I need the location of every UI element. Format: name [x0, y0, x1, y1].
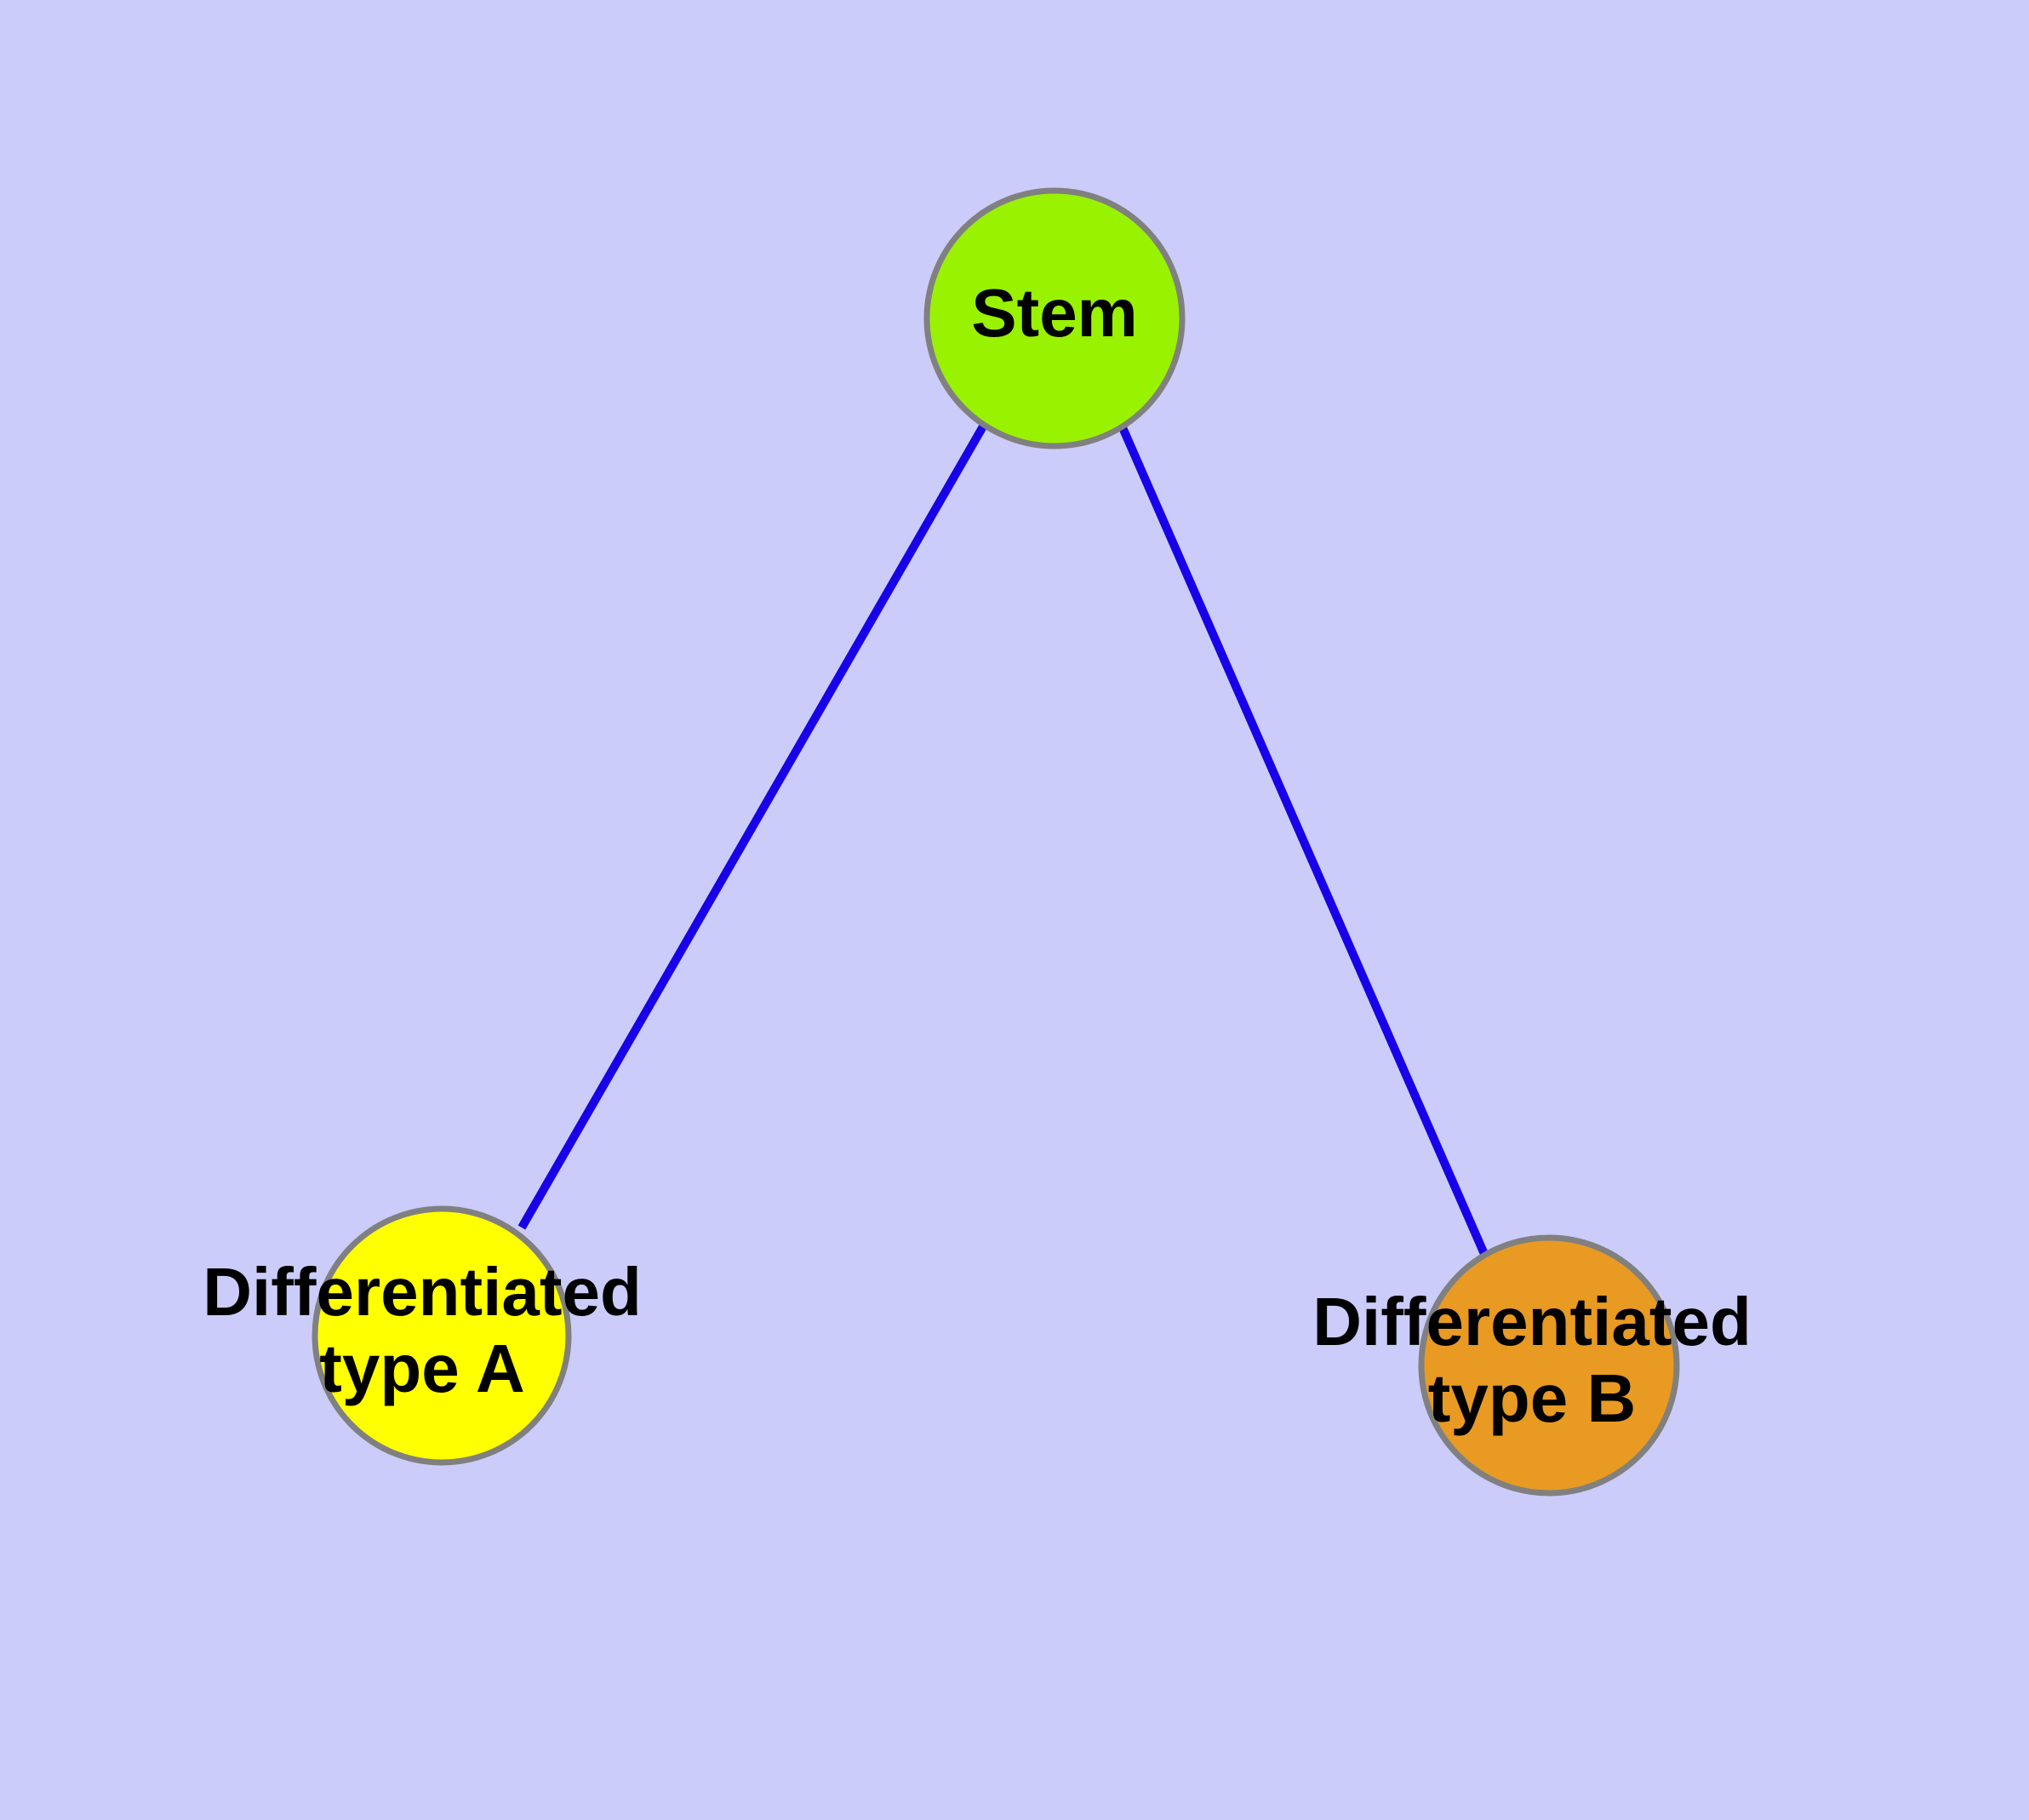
graph-node-stem[interactable] [923, 187, 1186, 449]
node-label-line1-stem: Stem [971, 275, 1138, 351]
node-label-line2-diff-a: type A [319, 1331, 525, 1406]
node-label-stem: Stem [971, 275, 1138, 351]
graph-edge-stem-to-diff-a[interactable] [517, 424, 987, 1230]
graph-edge-stem-to-diff-b[interactable] [1117, 423, 1489, 1256]
node-label-line2-diff-b: type B [1428, 1360, 1637, 1436]
graph-node-diff-b[interactable] [1418, 1234, 1680, 1497]
edges-layer [517, 423, 1489, 1256]
graph-node-diff-a[interactable] [311, 1205, 572, 1466]
node-label-line1-diff-a: Differentiated [203, 1254, 642, 1330]
node-label-line1-diff-b: Differentiated [1312, 1284, 1752, 1359]
nodes-layer [311, 187, 1680, 1497]
